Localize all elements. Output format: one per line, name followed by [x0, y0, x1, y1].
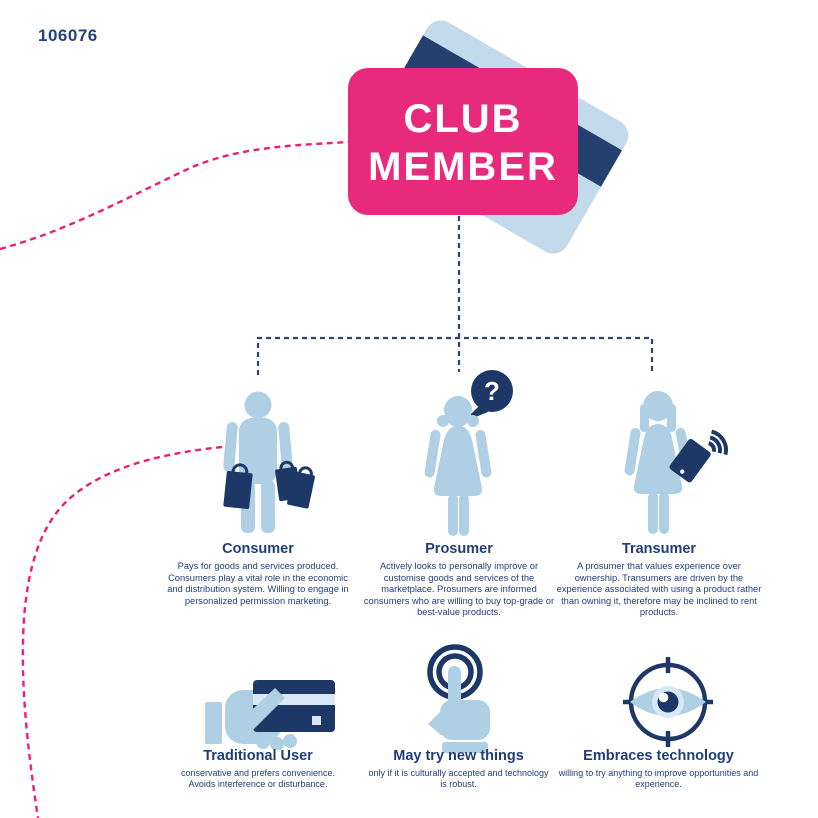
trait-description: willing to try anything to improve oppor… — [558, 768, 759, 790]
persona-description: Actively looks to personally improve or … — [363, 561, 555, 618]
persona-description: A prosumer that values experience over o… — [556, 561, 762, 618]
man-silhouette — [223, 391, 293, 533]
pink-dashed-curve-top — [0, 140, 350, 251]
trait-title: May try new things — [393, 748, 524, 764]
trait-embraces-technology: Embraces technology willing to try anyth… — [556, 748, 761, 791]
persona-transumer: Transumer A prosumer that values experie… — [555, 541, 763, 619]
wifi-signal-icon — [707, 429, 728, 456]
document-number: 106076 — [38, 26, 98, 45]
man-with-shopping-bags-icon — [223, 391, 315, 533]
tree-connector-branches — [256, 336, 654, 375]
question-mark: ? — [484, 376, 500, 406]
trait-title: Embraces technology — [583, 748, 734, 764]
trait-may-try-new-things: May try new things only if it is cultura… — [366, 748, 551, 791]
persona-title: Transumer — [621, 541, 697, 557]
finger-tap-icon — [427, 644, 490, 753]
pointing-hand — [428, 666, 490, 753]
tablet-icon — [669, 438, 711, 483]
persona-prosumer: Prosumer Actively looks to personally im… — [363, 541, 555, 619]
eye-target-icon — [623, 657, 713, 747]
woman-with-question-bubble-icon: ? — [424, 370, 513, 536]
persona-description: Pays for goods and services produced. Co… — [167, 561, 349, 606]
hand-holding-credit-card-icon — [205, 680, 335, 750]
trait-traditional-user: Traditional User conservative and prefer… — [168, 748, 348, 791]
woman-with-tablet-wifi-icon — [624, 391, 728, 534]
trait-title: Traditional User — [203, 748, 313, 764]
badge-line-2: MEMBER — [368, 145, 558, 189]
shopping-bags — [223, 460, 315, 510]
badge-line-1: CLUB — [403, 97, 523, 141]
club-member-badge: CLUB MEMBER — [348, 68, 578, 215]
persona-consumer: Consumer Pays for goods and services pro… — [163, 541, 353, 607]
pink-dashed-curve-left — [21, 445, 223, 818]
woman-silhouette — [424, 396, 492, 536]
trait-description: only if it is culturally accepted and te… — [368, 768, 549, 790]
trait-description: conservative and prefers convenience. Av… — [180, 768, 336, 790]
persona-title: Prosumer — [425, 541, 493, 557]
persona-title: Consumer — [222, 541, 294, 557]
